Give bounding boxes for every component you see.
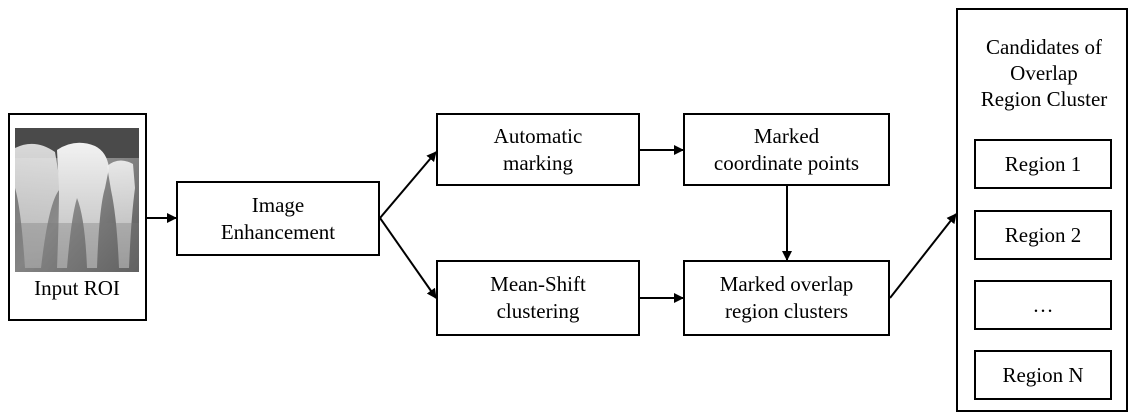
region-1-label: Region 1	[1004, 151, 1082, 176]
region-n-box: Region N	[974, 350, 1112, 400]
dental-xray-image	[15, 128, 139, 272]
arrow-clusters-to-candidates	[889, 213, 957, 299]
input-roi-label: Input ROI	[34, 276, 120, 300]
mean-shift-clustering-box: Mean-Shift clustering	[436, 260, 640, 336]
marked-overlap-region-clusters-label: Marked overlap region clusters	[719, 272, 854, 323]
mean-shift-clustering-label: Mean-Shift clustering	[490, 272, 586, 323]
region-ellipsis-label: …	[1032, 292, 1054, 317]
marked-coordinate-points-label: Marked coordinate points	[713, 123, 860, 175]
arrow-enhancement-to-meanshift	[379, 217, 437, 299]
automatic-marking-label: Automatic marking	[493, 123, 583, 175]
automatic-marking-box: Automatic marking	[436, 113, 640, 186]
region-ellipsis-box: …	[974, 280, 1112, 330]
candidates-title: Candidates of Overlap Region Cluster	[980, 35, 1108, 111]
image-enhancement-label: Image Enhancement	[220, 192, 336, 244]
region-2-label: Region 2	[1004, 222, 1082, 247]
arrow-enhancement-to-marking	[379, 151, 437, 219]
region-1-box: Region 1	[974, 139, 1112, 189]
region-n-label: Region N	[1002, 362, 1084, 387]
image-enhancement-box: Image Enhancement	[176, 181, 380, 256]
marked-overlap-region-clusters-box: Marked overlap region clusters	[683, 260, 890, 336]
region-2-box: Region 2	[974, 210, 1112, 260]
marked-coordinate-points-box: Marked coordinate points	[683, 113, 890, 186]
